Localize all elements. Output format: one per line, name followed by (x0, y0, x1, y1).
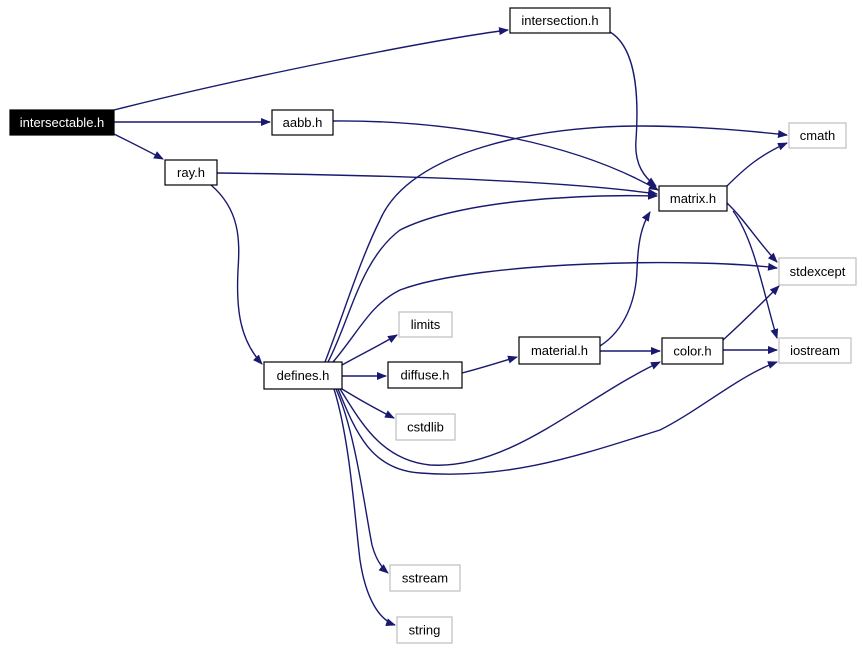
edge-defines-to-sstream (335, 388, 389, 574)
edge-ray-to-matrix (216, 172, 658, 197)
node-iostream: iostream (778, 337, 852, 364)
edge-defines-to-color (339, 361, 661, 466)
node-matrix[interactable]: matrix.h (658, 185, 728, 212)
node-intersectable[interactable]: intersectable.h (9, 109, 115, 136)
node-box-material (518, 336, 601, 365)
node-label-intersection: intersection.h (521, 13, 598, 28)
edge-defines-to-iostream (337, 361, 778, 475)
edge-ray-to-defines (210, 184, 263, 365)
node-intersection[interactable]: intersection.h (509, 7, 611, 34)
node-box-aabb (271, 109, 334, 136)
edge-defines-to-string (333, 388, 396, 626)
edge-aabb-to-matrix (332, 120, 659, 191)
node-label-defines: defines.h (277, 368, 330, 383)
node-ray[interactable]: ray.h (164, 159, 218, 186)
edge-defines-to-cstdlib (341, 388, 395, 419)
node-label-color: color.h (673, 344, 711, 359)
node-cmath: cmath (788, 122, 847, 149)
edge-material-to-matrix (599, 211, 651, 347)
node-sstream: sstream (389, 564, 461, 592)
node-label-sstream: sstream (402, 571, 448, 586)
edge-defines-to-limits (341, 334, 398, 366)
node-label-cmath: cmath (800, 128, 835, 143)
edges-layer (113, 27, 788, 626)
node-label-cstdlib: cstdlib (407, 420, 444, 435)
node-box-iostream (778, 337, 852, 364)
node-box-color (661, 337, 724, 365)
node-box-ray (164, 159, 218, 186)
edge-defines-to-stdexcept (332, 261, 778, 363)
node-box-cstdlib (395, 413, 456, 441)
node-label-matrix: matrix.h (670, 191, 716, 206)
node-box-diffuse (387, 361, 463, 389)
node-label-limits: limits (411, 317, 441, 332)
node-stdexcept: stdexcept (778, 257, 857, 286)
node-limits: limits (398, 311, 453, 338)
edge-diffuse-to-material (461, 355, 518, 374)
node-aabb[interactable]: aabb.h (271, 109, 334, 136)
node-label-diffuse: diffuse.h (401, 368, 450, 383)
node-material[interactable]: material.h (518, 336, 601, 365)
edge-matrix-to-stdexcept (726, 202, 778, 263)
node-label-string: string (409, 623, 441, 638)
node-defines[interactable]: defines.h (263, 361, 343, 390)
node-box-cmath (788, 122, 847, 149)
node-box-intersectable (9, 109, 115, 136)
node-box-defines (263, 361, 343, 390)
node-box-intersection (509, 7, 611, 34)
nodes-layer: intersectable.h intersection.h aabb.h ray.h… (9, 7, 857, 644)
edge-defines-to-cmath (324, 125, 788, 363)
node-box-limits (398, 311, 453, 338)
node-label-iostream: iostream (790, 343, 840, 358)
node-diffuse[interactable]: diffuse.h (387, 361, 463, 389)
node-label-stdexcept: stdexcept (790, 264, 846, 279)
edge-matrix-to-iostream (732, 210, 779, 339)
node-label-ray: ray.h (177, 165, 205, 180)
edge-color-to-stdexcept (722, 285, 780, 341)
node-box-stdexcept (778, 257, 857, 286)
edge-intersectable-to-ray (113, 133, 164, 160)
node-label-aabb: aabb.h (283, 115, 323, 130)
node-box-matrix (658, 185, 728, 212)
edge-intersectable-to-intersection (113, 27, 509, 111)
node-box-string (396, 616, 453, 644)
node-box-sstream (389, 564, 461, 592)
node-string: string (396, 616, 453, 644)
node-label-intersectable: intersectable.h (20, 115, 105, 130)
edge-intersection-to-matrix (609, 31, 657, 187)
node-color[interactable]: color.h (661, 337, 724, 365)
node-label-material: material.h (531, 343, 588, 358)
edge-matrix-to-cmath (726, 142, 788, 187)
node-cstdlib: cstdlib (395, 413, 456, 441)
edge-defines-to-matrix (327, 191, 658, 363)
